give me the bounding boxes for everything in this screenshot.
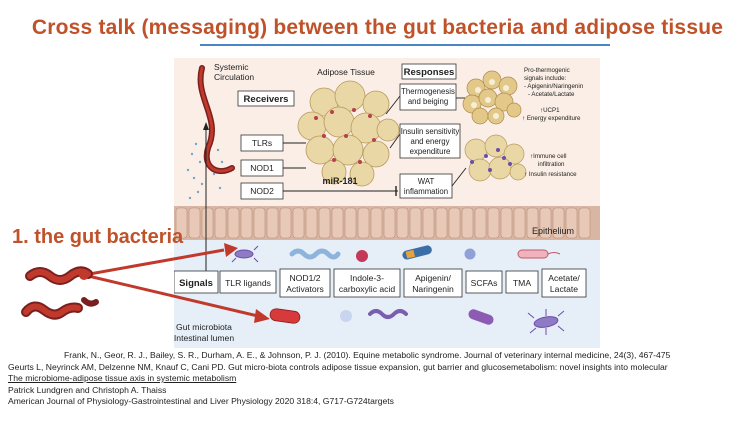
svg-text:infiltration: infiltration — [538, 161, 565, 168]
microbe-nod — [289, 248, 341, 260]
circulation-label: Circulation — [214, 72, 254, 82]
microbe-blue-dot — [340, 310, 352, 322]
arrow-to-signals — [83, 248, 225, 277]
svg-text:Signals: Signals — [179, 278, 213, 289]
receivers-header — [237, 90, 295, 107]
svg-text:carboxylic acid: carboxylic acid — [339, 284, 396, 294]
adipose-nuclei — [314, 108, 376, 164]
response-insulin-sensitivity — [399, 123, 461, 159]
energy-expenditure-text: ↑ Energy expenditure — [522, 115, 581, 122]
responses-header — [401, 63, 457, 80]
intestinal-lumen-label: Intestinal lumen — [174, 333, 234, 343]
reference-journal: American Journal of Physiology-Gastroint… — [8, 396, 394, 406]
signal-tma — [505, 270, 539, 294]
reference-geurts: Geurts L, Neyrinck AM, Delzenne NM, Knau… — [8, 361, 668, 372]
signal-acetate — [541, 268, 587, 298]
svg-text:NOD2: NOD2 — [250, 186, 274, 196]
svg-text:Thermogenesis: Thermogenesis — [401, 87, 455, 96]
signal-nod-activators — [279, 268, 331, 298]
svg-text:TLR ligands: TLR ligands — [225, 278, 271, 288]
response-wat-inflammation — [399, 173, 453, 199]
microbe-flagellated — [527, 309, 565, 335]
svg-text:and beiging: and beiging — [408, 97, 448, 106]
pro-thermogenic-text: Pro-thermogenic — [524, 67, 570, 74]
title-underline — [200, 44, 610, 46]
response-thermogenesis — [399, 83, 457, 111]
microbe-scfa — [464, 248, 476, 260]
svg-text:TMA: TMA — [513, 278, 531, 288]
svg-text:Acetate/: Acetate/ — [548, 273, 580, 283]
svg-text:Insulin sensitivity: Insulin sensitivity — [401, 127, 460, 136]
svg-text:Naringenin: Naringenin — [412, 284, 454, 294]
signal-apigenin — [403, 268, 463, 298]
svg-text:Lactate: Lactate — [550, 284, 578, 294]
svg-text:NOD1: NOD1 — [250, 163, 274, 173]
ucp1-text: ↑UCP1 — [540, 107, 560, 114]
lumen-microbes — [229, 245, 565, 335]
rising-signal-dots — [186, 142, 224, 200]
svg-text:signals include:: signals include: — [524, 75, 567, 82]
gut-microbiota-label: Gut microbiota — [176, 322, 232, 332]
microbe-acetate — [517, 249, 561, 259]
reference-title-link[interactable]: The microbiome-adipose tissue axis in sy… — [8, 373, 237, 383]
svg-text:SCFAs: SCFAs — [471, 278, 498, 288]
microbe-indole — [356, 250, 368, 262]
microbe-purple-rod — [468, 309, 494, 325]
epithelium-label: Epithelium — [532, 226, 574, 236]
arrow-to-microbes — [83, 273, 259, 318]
svg-text:Receivers: Receivers — [244, 94, 289, 105]
adipose-tissue-cluster — [297, 80, 400, 187]
svg-text:Indole-3-: Indole-3- — [350, 273, 384, 283]
immune-infiltration-text: ↑Immune cell — [530, 153, 566, 160]
gut-bacteria-icon — [21, 266, 99, 320]
svg-text:Apigenin/: Apigenin/ — [415, 273, 451, 283]
microbe-red — [269, 308, 301, 324]
gut-bacteria-label: 1. the gut bacteria — [12, 226, 184, 248]
svg-text:expenditure: expenditure — [410, 147, 451, 156]
slide-title: Cross talk (messaging) between the gut b… — [31, 16, 724, 39]
signal-scfas — [465, 270, 503, 294]
microbe-apigenin — [402, 245, 432, 260]
adipose-title: Adipose Tissue — [317, 67, 375, 77]
svg-text:Responses: Responses — [404, 67, 455, 78]
mir181-label: miR-181 — [322, 176, 357, 186]
references: Frank, N., Geor, R. J., Bailey, S. R., D… — [0, 350, 755, 408]
svg-text:Activators: Activators — [286, 284, 324, 294]
svg-text:- Acetate/Lactate: - Acetate/Lactate — [528, 91, 575, 98]
epithelium-layer — [174, 206, 600, 240]
microbe-purple-chain — [368, 309, 408, 319]
svg-text:and energy: and energy — [410, 137, 449, 146]
svg-text:inflammation: inflammation — [404, 187, 448, 196]
signals-header — [174, 270, 219, 294]
svg-text:WAT: WAT — [418, 177, 435, 186]
signal-indole — [333, 268, 401, 298]
reference-authors: Patrick Lundgren and Christoph A. Thaiss — [8, 384, 167, 395]
microbiome-adipose-diagram: Epithelium Systemic Circulation Receiver… — [174, 58, 600, 348]
insulin-resistance-text: ↑ Insulin resistance — [524, 171, 577, 178]
signal-tlr-ligands — [219, 270, 277, 294]
svg-text:- Apigenin/Naringenin: - Apigenin/Naringenin — [524, 83, 584, 90]
svg-text:NOD1/2: NOD1/2 — [289, 273, 320, 283]
reference-frank: Frank, N., Geor, R. J., Bailey, S. R., D… — [64, 350, 671, 360]
systemic-label: Systemic — [214, 62, 249, 72]
svg-text:TLRs: TLRs — [252, 138, 272, 148]
